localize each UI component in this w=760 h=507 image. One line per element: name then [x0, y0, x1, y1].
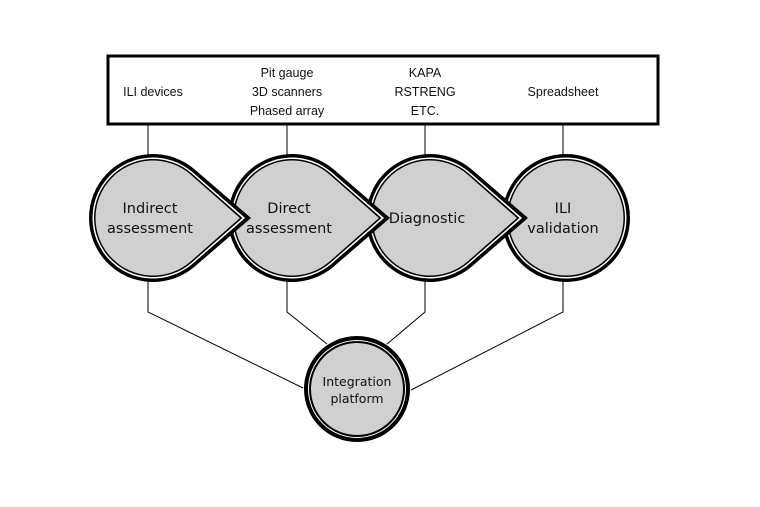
stage-label: Direct: [267, 201, 311, 217]
tool-label: ETC.: [411, 104, 439, 118]
hub-connector: [386, 278, 426, 345]
stage-label: validation: [527, 221, 598, 237]
stage-node: ILI validation: [502, 154, 630, 282]
tool-label: 3D scanners: [252, 85, 322, 99]
stage-shape: [95, 160, 240, 276]
stage-shape: [372, 160, 517, 276]
hub-connector: [286, 278, 328, 345]
stage-label: assessment: [246, 221, 332, 237]
stage-label: Diagnostic: [389, 211, 466, 227]
stage-label: Indirect: [123, 201, 178, 217]
hub-connector: [410, 278, 564, 391]
tool-label: KAPA: [409, 66, 442, 80]
stage-shape: [508, 160, 624, 276]
tool-label: Pit gauge: [261, 66, 314, 80]
integration-platform-node: Integration platform: [304, 336, 410, 442]
hub-label: platform: [330, 391, 383, 406]
tools-box: [106, 54, 660, 126]
tool-label: Phased array: [250, 104, 325, 118]
hub-connector: [147, 278, 304, 389]
stage-node: Direct assessment: [228, 154, 390, 282]
stage-node: Indirect assessment: [89, 154, 252, 282]
tool-label: ILI devices: [123, 85, 183, 99]
hub-shape: [311, 343, 403, 435]
stage-node: Diagnostic: [366, 154, 528, 282]
stages: ILIvalidationDiagnosticDirectassessmentI…: [89, 154, 630, 282]
stage-label: ILI: [555, 201, 572, 217]
stage-label: assessment: [107, 221, 193, 237]
tool-label: RSTRENG: [394, 85, 455, 99]
tool-label: Spreadsheet: [528, 85, 599, 99]
stage-shape: [234, 160, 379, 276]
hub-label: Integration: [323, 374, 392, 389]
connectors: [147, 124, 564, 391]
